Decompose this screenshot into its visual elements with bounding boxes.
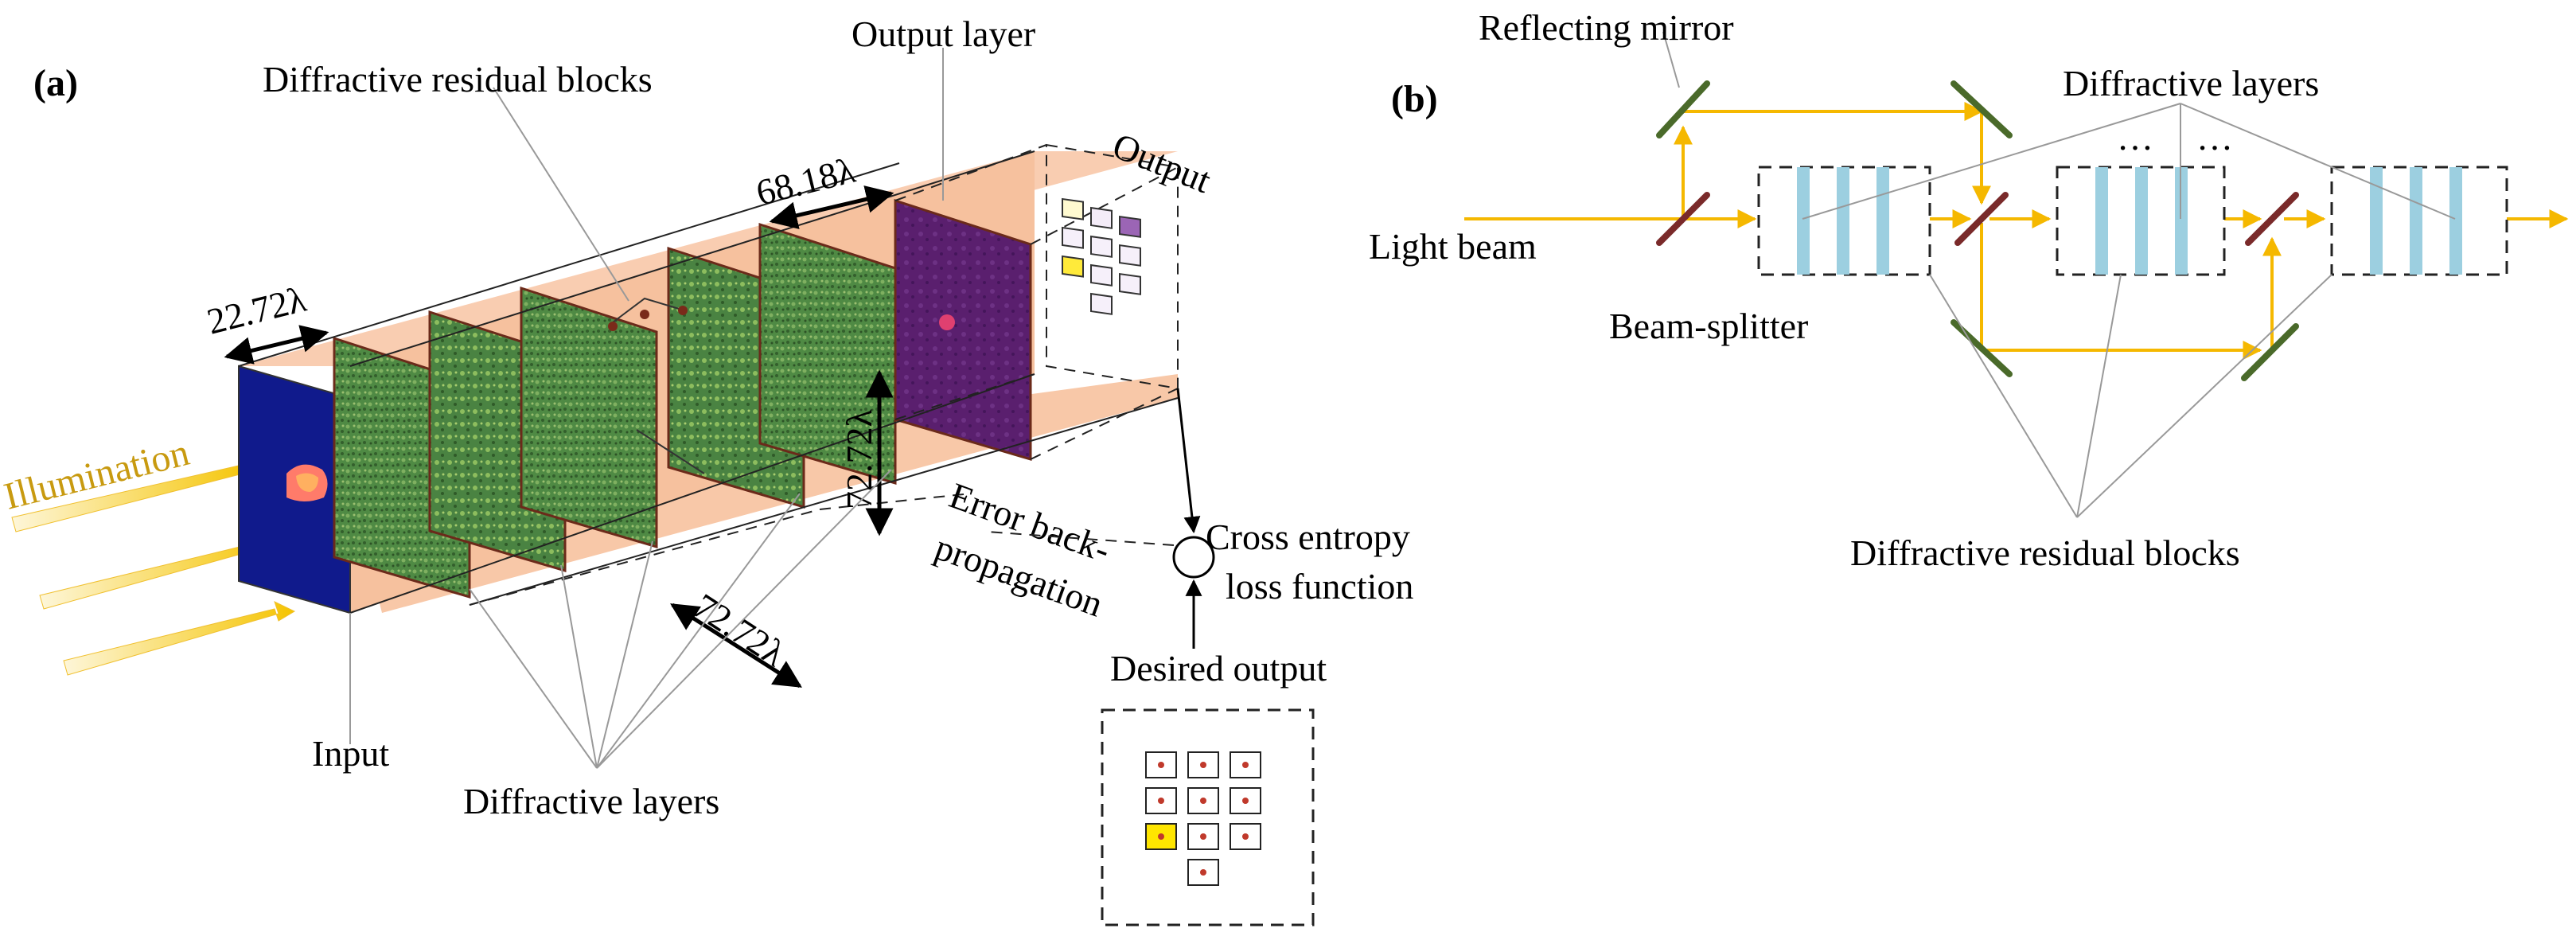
illumination-beams [11, 461, 296, 676]
desired-output-box [1101, 708, 1315, 926]
residual-block-3 [2330, 166, 2508, 276]
desired-output-grid [1145, 751, 1261, 886]
beam-splitters [1656, 192, 2299, 246]
splitter-1 [1656, 192, 1710, 246]
label-input: Input [312, 733, 389, 774]
mirror-3 [1951, 319, 2013, 377]
mirror-4 [2241, 323, 2299, 381]
label-diffractive-residual-blocks: Diffractive residual blocks [263, 59, 653, 99]
label-panel-b-diffractive-residual-blocks: Diffractive residual blocks [1850, 532, 2240, 573]
arrow-output-to-loss [1176, 388, 1201, 534]
dim-arrow-length [670, 603, 802, 688]
loss-node [1172, 536, 1215, 579]
panel-a: (a) Illumination [0, 14, 1413, 926]
panel-b-tag: (b) [1391, 78, 1438, 120]
mirror-2 [1951, 80, 2013, 138]
leader-lines [349, 48, 944, 769]
label-light-beam: Light beam [1369, 226, 1537, 267]
panel-a-tag: (a) [33, 62, 78, 104]
output-plane [894, 198, 1032, 462]
beam-paths [1464, 102, 2569, 360]
reflecting-mirrors [1656, 80, 2299, 381]
output-detector-grid [1062, 197, 1141, 315]
label-reflecting-mirror: Reflecting mirror [1479, 7, 1734, 48]
label-output: Output [1107, 125, 1217, 201]
dim-arrow-output-gap [769, 185, 894, 229]
label-output-layer: Output layer [852, 14, 1035, 54]
residual-block-1 [1757, 166, 1931, 276]
label-desired-output: Desired output [1110, 648, 1327, 688]
residual-block-2 [2056, 166, 2226, 276]
diffractive-planes [333, 222, 897, 599]
panel-b: (b) [1369, 7, 2569, 573]
dim-height-label: 72.72λ [839, 409, 879, 510]
desired-output-dots [1158, 762, 1249, 876]
ellipsis-1: … [2117, 117, 2153, 158]
diffractive-plane-6 [758, 222, 897, 486]
diffractive-plane-3 [520, 286, 658, 549]
panel-b-leader-lines [1662, 31, 2456, 518]
dim-arrow-first-spacing [224, 325, 329, 365]
dim-first-spacing-label: 22.72λ [203, 279, 310, 342]
mirror-1 [1656, 80, 1710, 138]
residual-connector [612, 297, 685, 323]
splitter-3 [2245, 192, 2299, 246]
label-diffractive-layers: Diffractive layers [463, 781, 719, 821]
splitter-2 [1954, 192, 2009, 246]
label-cross-entropy: Cross entropy [1206, 517, 1410, 557]
label-beam-splitter: Beam-splitter [1609, 306, 1808, 346]
label-loss-function: loss function [1226, 566, 1413, 607]
ellipsis-2: … [2196, 117, 2233, 158]
arrow-loss-to-network [986, 531, 1175, 546]
label-panel-b-diffractive-layers: Diffractive layers [2063, 63, 2319, 103]
